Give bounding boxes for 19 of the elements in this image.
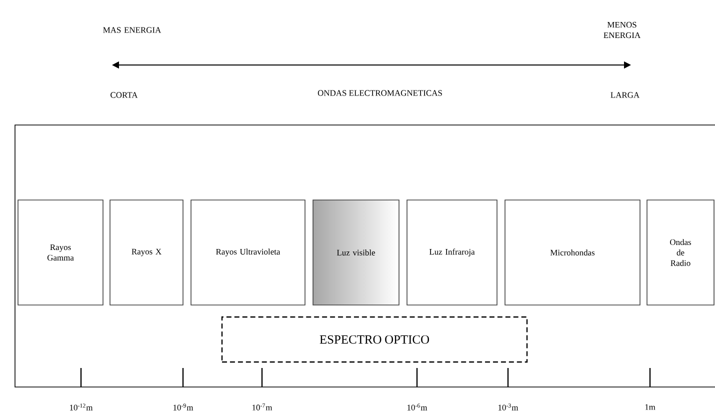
wavelength-label: LARGA: [610, 92, 640, 98]
wavelength-label: CORTA: [110, 92, 138, 98]
axis-title: ONDAS ELECTROMAGNETICAS: [318, 90, 442, 96]
spectrum-band-box: Luz Infraroja: [406, 200, 498, 306]
spectrum-band-box: Microhondas: [504, 200, 640, 306]
tick-label: 10$^{-6}$m: [408, 404, 428, 410]
spectrum-band-box: Ondas de Radio: [646, 200, 714, 306]
energy-label: MENOS ENERGIA: [604, 22, 641, 38]
spectrum-band-box: Rayos Ultravioleta: [190, 200, 306, 306]
tick-label: 1m: [645, 404, 656, 410]
spectrum-band-box: Rayos Gamma: [18, 200, 104, 306]
spectrum-band-box: Luz visible: [312, 200, 400, 306]
tick-label: 10$^{-12}$m: [70, 404, 93, 410]
energy-label: MAS ENERGIA: [103, 27, 162, 33]
spectrum-band-box: Rayos X: [110, 200, 184, 306]
dashed-box: ESPECTRO OPTICO: [221, 316, 528, 363]
tick-label: 10$^{-3}$m: [498, 404, 518, 410]
tick-label: 10$^{-7}$m: [252, 404, 272, 410]
tick-label: 10$^{-9}$m: [174, 404, 194, 410]
